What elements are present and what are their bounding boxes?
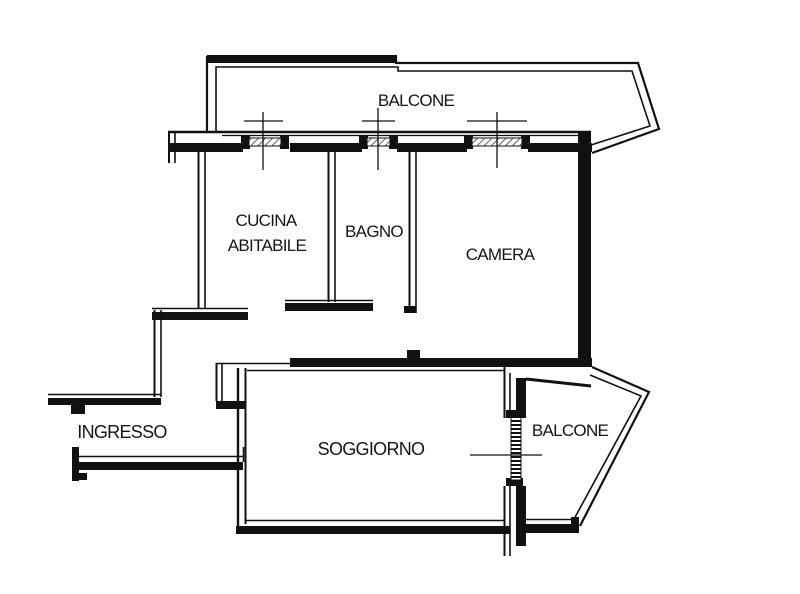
kitchen-bathroom-wall <box>285 152 373 311</box>
west-wall <box>153 310 162 397</box>
room-label-camera: CAMERA <box>466 245 536 264</box>
living-room-walls <box>215 350 592 534</box>
entrance-north-wall <box>48 393 161 414</box>
entrance-south-wall <box>72 447 245 481</box>
room-label-bagno: BAGNO <box>345 222 403 241</box>
living-room-balcony-door <box>470 415 542 481</box>
room-label-cucina-line2: ABITABILE <box>228 236 307 255</box>
bathroom-window <box>359 108 398 170</box>
upper-balcony-railing <box>205 55 661 155</box>
living-room-east-wall <box>503 367 526 556</box>
kitchen-window <box>241 112 289 170</box>
room-label-ingresso: INGRESSO <box>77 422 167 442</box>
room-label-soggiorno: SOGGIORNO <box>318 439 425 459</box>
bathroom-bedroom-wall <box>404 152 417 313</box>
lower-balcony-railing <box>524 365 651 533</box>
room-label-cucina-line1: CUCINA <box>236 211 298 230</box>
bedroom-window <box>464 112 530 168</box>
east-wall <box>578 133 591 366</box>
kitchen-west-wall <box>152 150 248 320</box>
north-wall <box>168 130 592 163</box>
room-label-balcone-bottom: BALCONE <box>532 421 609 440</box>
room-label-balcone-top: BALCONE <box>378 91 455 110</box>
